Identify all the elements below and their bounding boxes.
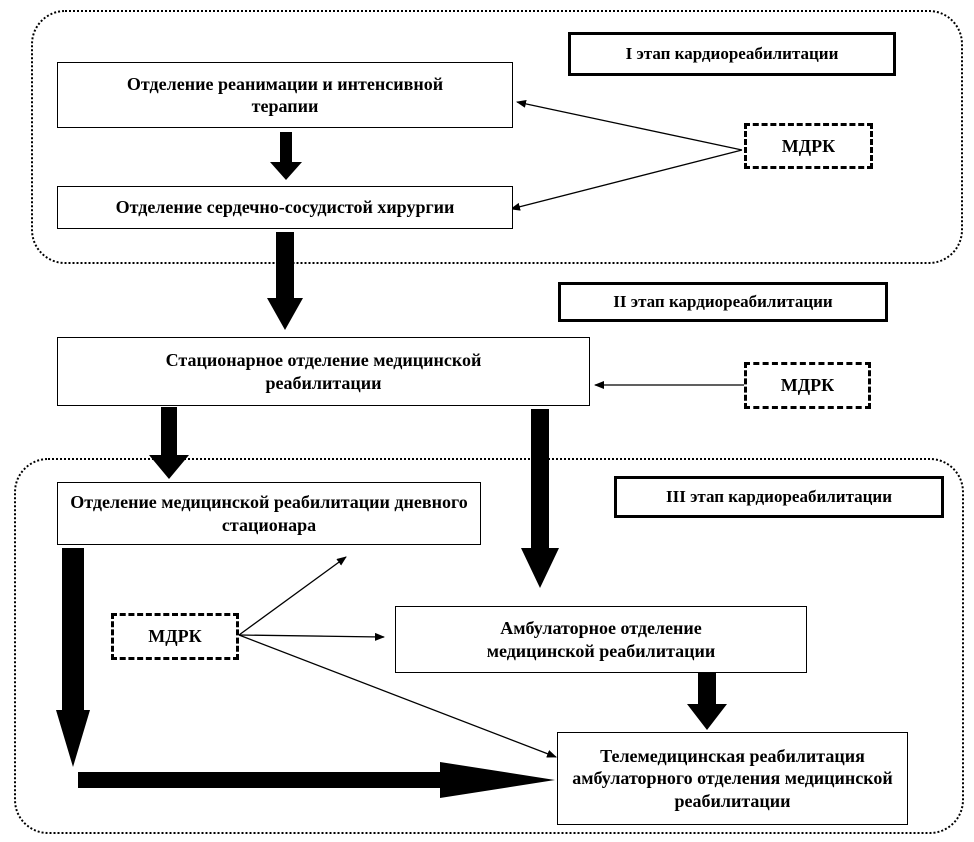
mdrk-stage1-box: МДРК (744, 123, 873, 169)
thick-arrow-icu-to-surgery (270, 132, 302, 180)
thin-arrow-mdrk3-to-dayhospital (238, 556, 347, 636)
thick-arrow-outpatient-to-telemedicine (687, 673, 727, 730)
mdrk-stage2-box: МДРК (744, 362, 871, 409)
stage1-region (31, 10, 963, 264)
stage1-label: I этап кардиореабилитации (568, 32, 896, 76)
stage2-label: II этап кардиореабилитации (558, 282, 888, 322)
outpatient-rehab-box: Амбулаторное отделение медицинской реаби… (395, 606, 807, 673)
mdrk-stage3-box: МДРК (111, 613, 239, 660)
stage3-region (14, 458, 964, 834)
thick-arrow-inpatient-to-outpatient (521, 409, 559, 588)
thin-arrow-mdrk3-to-outpatient (238, 632, 385, 641)
thick-arrow-inpatient-to-dayhospital (149, 407, 189, 479)
thin-arrow-mdrk1-to-surgery (510, 149, 743, 211)
stage3-label: III этап кардиореабилитации (614, 476, 944, 518)
inpatient-rehab-box: Стационарное отделение медицинской реаби… (57, 337, 590, 406)
telemedicine-rehab-box: Телемедицинская реабилитация амбулаторно… (557, 732, 908, 825)
icu-box: Отделение реанимации и интенсивной терап… (57, 62, 513, 128)
thin-arrow-mdrk1-to-icu (516, 99, 743, 151)
cardiac-surgery-box: Отделение сердечно-сосудистой хирургии (57, 186, 513, 229)
day-hospital-rehab-box: Отделение медицинской реабилитации дневн… (57, 482, 481, 545)
thin-arrow-mdrk3-to-telemedicine (238, 634, 557, 758)
thick-arrow-surgery-to-inpatient (267, 232, 303, 330)
thick-arrow-dayhospital-down (56, 548, 90, 767)
thick-arrow-dayhospital-to-telemedicine (78, 762, 555, 798)
